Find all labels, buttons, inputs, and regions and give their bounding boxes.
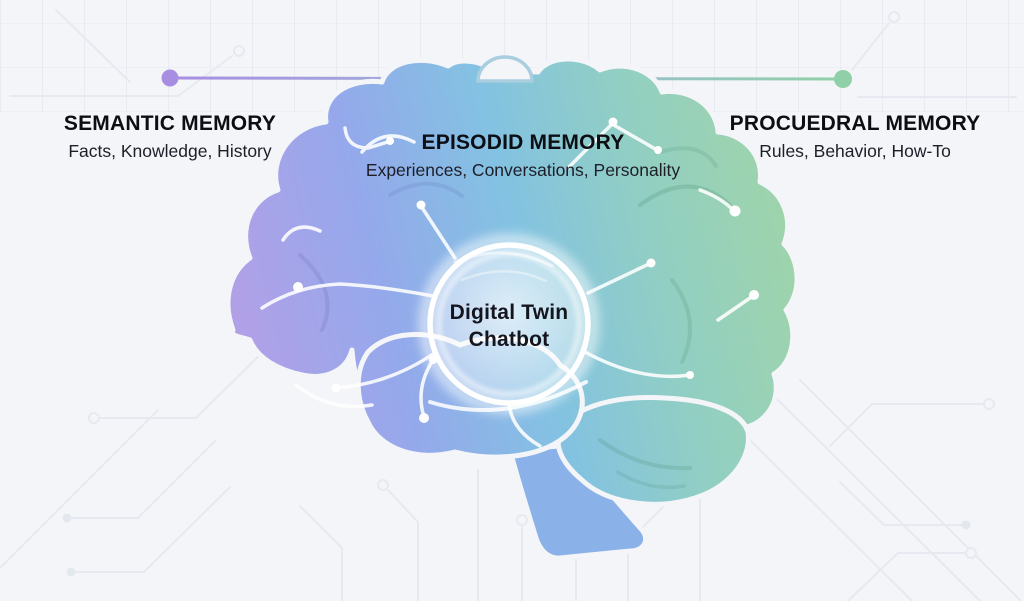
- brain-sulci-shadows: [298, 146, 732, 490]
- digital-twin-chatbot-label: Digital Twin Chatbot: [409, 299, 609, 353]
- digital-twin-line2: Chatbot: [468, 328, 550, 351]
- circle-inner-lines: [428, 251, 588, 412]
- memory-label-semantic: SEMANTIC MEMORY Facts, Knowledge, Histor…: [10, 111, 330, 162]
- procedural-memory-subtitle: Rules, Behavior, How-To: [759, 141, 951, 161]
- connector-right-dot: [834, 70, 852, 88]
- digital-twin-circle: [418, 233, 600, 415]
- semantic-memory-subtitle: Facts, Knowledge, History: [68, 141, 272, 161]
- episodic-memory-title: EPISODID MEMORY: [421, 131, 625, 154]
- procedural-memory-title: PROCUEDRAL MEMORY: [729, 112, 981, 135]
- brain-cerebellum: [555, 395, 751, 507]
- memory-label-episodic: EPISODID MEMORY Experiences, Conversatio…: [343, 130, 703, 181]
- digital-twin-line1: Digital Twin: [449, 301, 569, 324]
- brain-top-bump-outline: [476, 55, 534, 83]
- connector-left-dot: [161, 69, 179, 87]
- semantic-memory-title: SEMANTIC MEMORY: [63, 112, 277, 135]
- memory-label-procedural: PROCUEDRAL MEMORY Rules, Behavior, How-T…: [695, 111, 1015, 162]
- episodic-memory-subtitle: Experiences, Conversations, Personality: [365, 160, 681, 180]
- brain-neural-nodes: [293, 117, 759, 423]
